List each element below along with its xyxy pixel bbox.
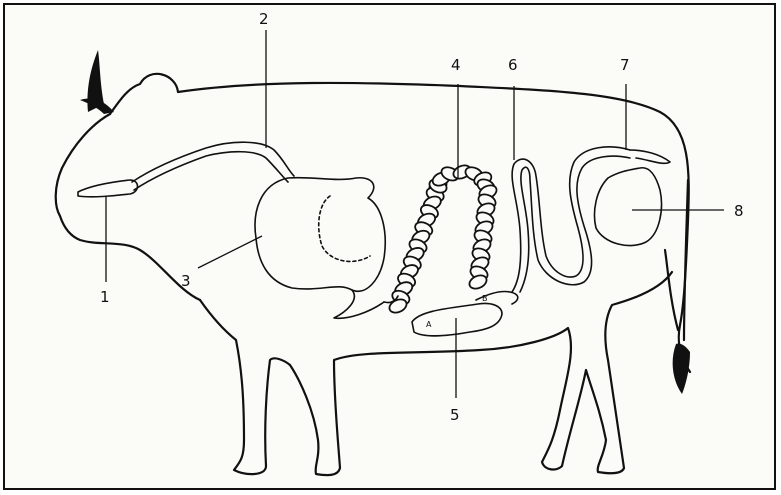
rumen <box>255 178 385 292</box>
callout-5: 5 <box>450 406 460 424</box>
leader-3 <box>198 236 262 268</box>
cow-horn-2 <box>80 99 114 115</box>
callout-2: 2 <box>259 10 269 28</box>
callout-7: 7 <box>620 56 630 74</box>
small-intestine <box>384 163 499 315</box>
colon <box>512 147 630 292</box>
callout-4: 4 <box>451 56 461 74</box>
cow-tail <box>684 180 688 340</box>
cow-body-outline <box>110 74 690 372</box>
esophagus-inner <box>134 152 288 190</box>
cecum-label-a: A <box>426 320 432 329</box>
reticulum <box>319 196 370 261</box>
cow-tail-tuft <box>673 343 690 394</box>
callout-8: 8 <box>734 202 744 220</box>
callout-6: 6 <box>508 56 518 74</box>
callout-3: 3 <box>181 272 191 290</box>
abomasum <box>334 290 384 318</box>
bladder <box>595 168 662 246</box>
cow-head-outline <box>56 114 200 300</box>
cow-belly-and-legs <box>200 272 672 475</box>
callout-1: 1 <box>100 288 110 306</box>
mouth-organ <box>78 180 138 197</box>
rectum <box>630 150 670 163</box>
